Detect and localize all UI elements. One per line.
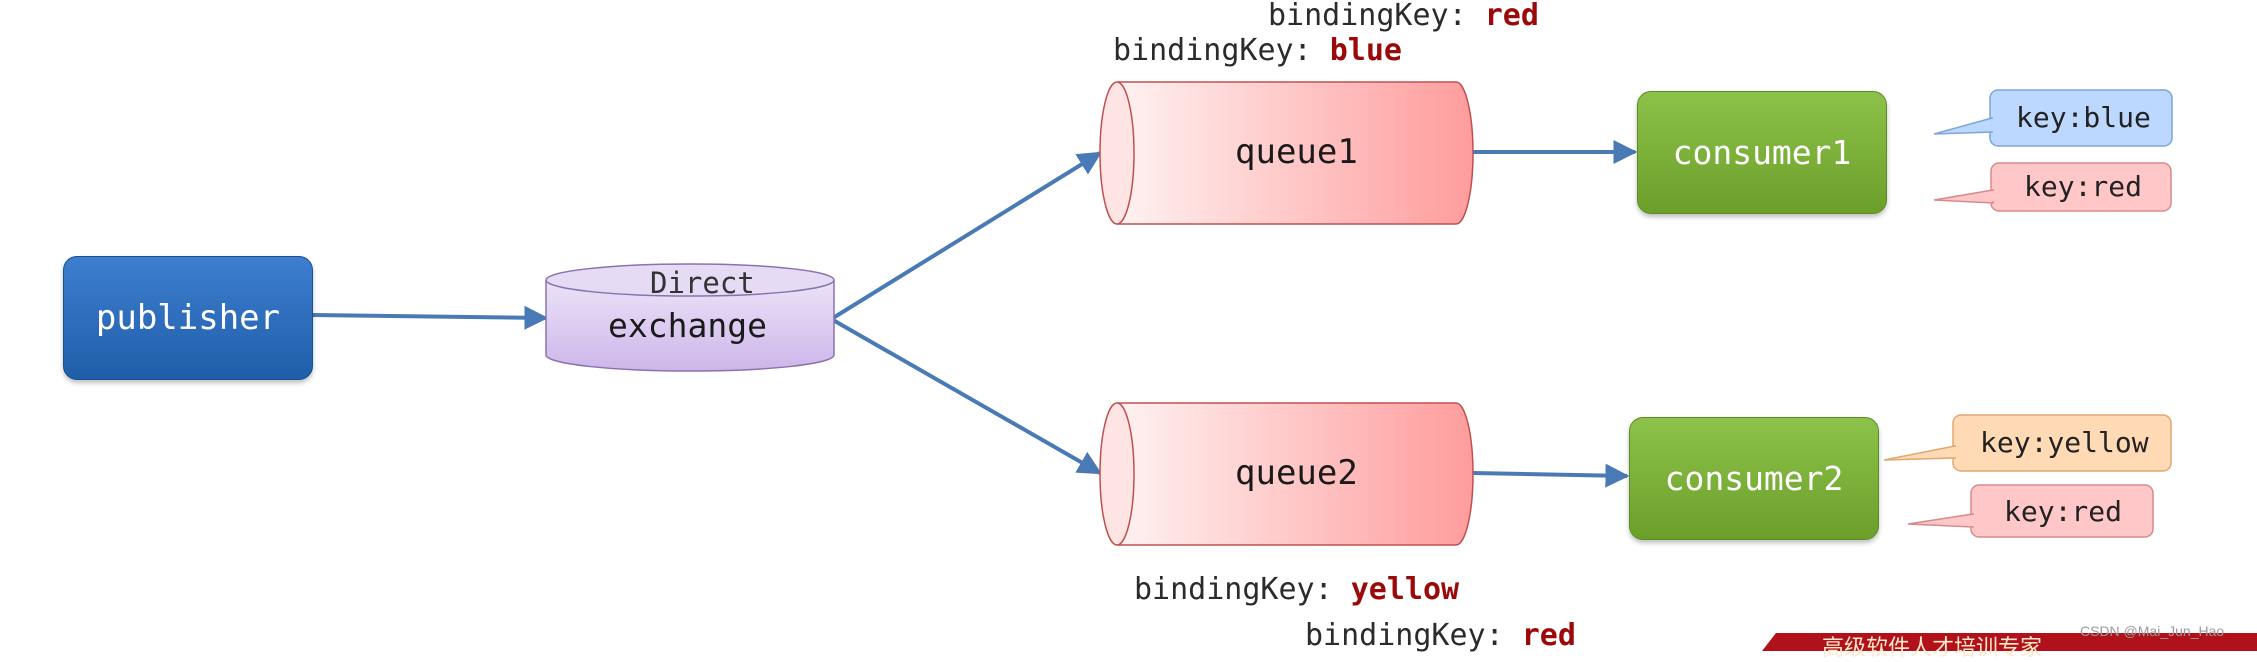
consumer2-node: consumer2 [1629, 417, 1879, 540]
arrow-exchange-to-queue2 [832, 318, 1103, 475]
arrow-queue2-to-consumer2 [1472, 463, 1630, 488]
consumer2-label: consumer2 [1664, 459, 1844, 498]
exchange-label: exchange [608, 306, 767, 345]
callout-c1-blue-text: key:blue [2016, 101, 2151, 134]
callout-c1-blue [1933, 89, 2173, 147]
queue2-label: queue2 [1235, 453, 1358, 493]
binding-key-queue2-red: bindingKey: red [1305, 618, 1576, 653]
callout-c2-yellow-text: key:yellow [1980, 426, 2149, 459]
consumer1-label: consumer1 [1672, 133, 1852, 172]
queue2-node [1099, 402, 1474, 546]
binding-key-queue1-blue: bindingKey: blue [1113, 33, 1402, 68]
publisher-node: publisher [63, 256, 313, 380]
callout-c2-red-text: key:red [2004, 495, 2123, 528]
publisher-label: publisher [95, 298, 281, 338]
callout-c1-red-text: key:red [2024, 170, 2143, 203]
footer-banner [1762, 633, 2257, 651]
callout-c1-red [1933, 162, 2172, 212]
arrows [310, 140, 1638, 488]
binding-key-queue1-red: bindingKey: red [1268, 0, 1539, 33]
exchange-node [545, 263, 835, 372]
footer-banner-text: 高级软件人才培训专家 [1822, 636, 2043, 661]
arrow-exchange-to-queue1 [831, 151, 1103, 320]
queue1-node [1099, 81, 1474, 225]
queue1-label: queue1 [1235, 132, 1358, 172]
binding-key-queue2-yellow: bindingKey: yellow [1134, 572, 1460, 607]
exchange-type-label: Direct [650, 266, 755, 300]
callout-c2-red [1907, 484, 2154, 538]
watermark: CSDN @Mai_Jun_Hao [2080, 623, 2225, 639]
consumer1-node: consumer1 [1637, 91, 1887, 214]
callout-c2-yellow [1883, 414, 2172, 472]
arrow-publisher-to-exchange [310, 305, 549, 330]
